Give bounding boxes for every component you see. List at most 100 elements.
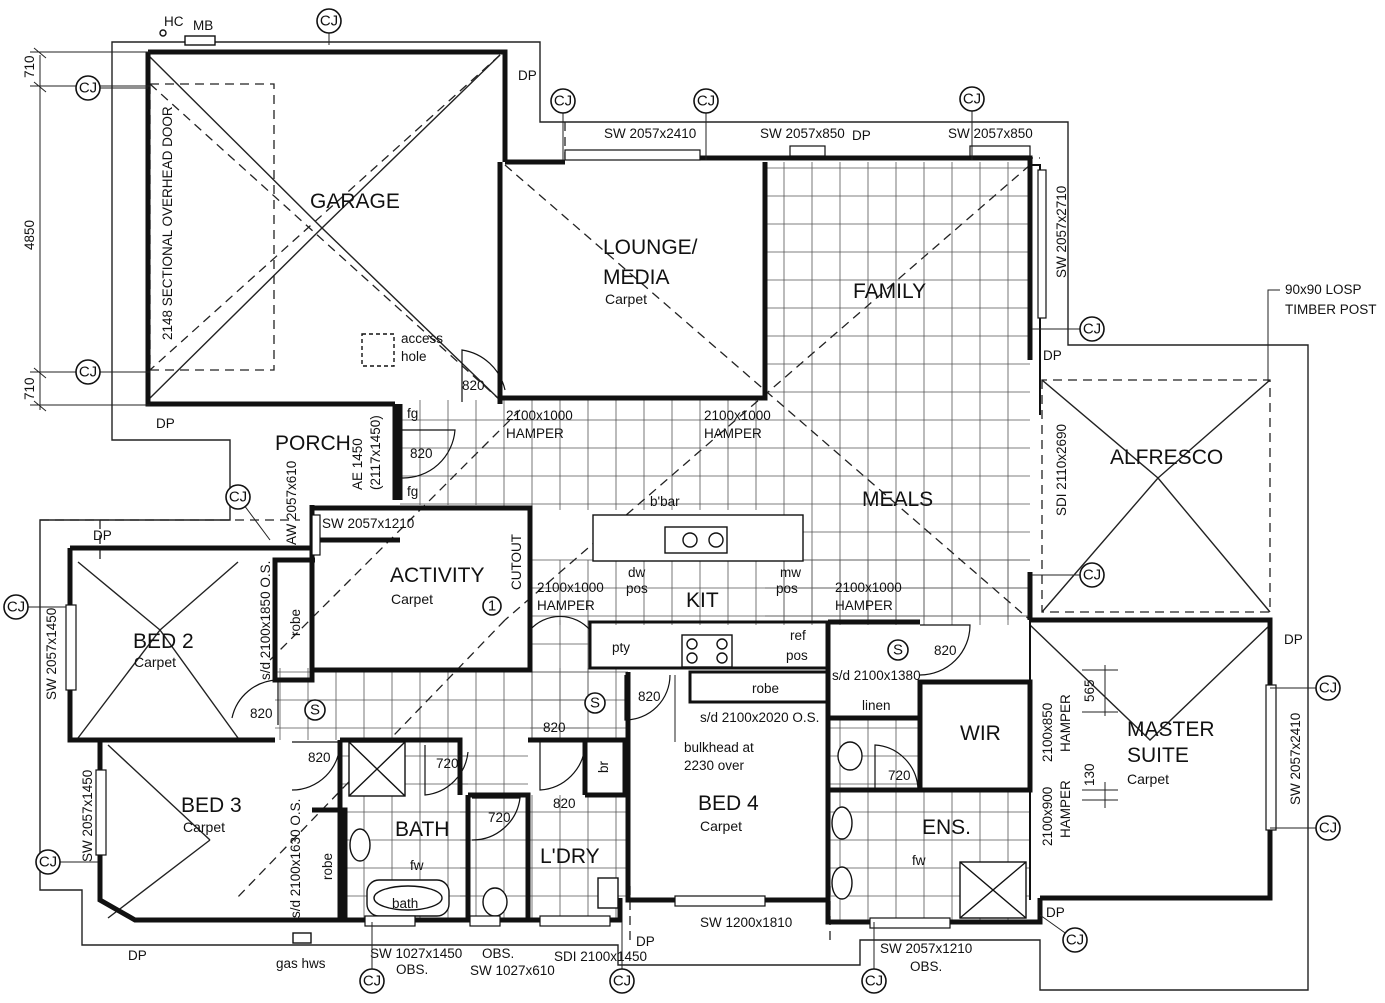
control-joint-marker xyxy=(35,849,61,875)
label-broom: br xyxy=(596,760,611,773)
smoke-alarm-hall: S xyxy=(310,702,320,719)
label-hamper-d-1: 2100x1000 xyxy=(835,580,902,595)
label-hamper-900-1: 2100x900 xyxy=(1040,787,1055,846)
room-lounge-line1: LOUNGE/ xyxy=(603,236,698,259)
label-hamper-900-2: HAMPER xyxy=(1058,780,1073,838)
label-sdi-2110x2690: SDI 2110x2690 xyxy=(1054,424,1069,516)
door-ensuite: 720 xyxy=(888,768,911,783)
room-activity-floor: Carpet xyxy=(391,591,433,607)
control-joint-label: CJ xyxy=(7,599,25,616)
fixtures xyxy=(159,29,1027,944)
label-window-sw2057x1210-1: SW 2057x1210 xyxy=(880,941,972,956)
room-lounge-line2: MEDIA xyxy=(603,266,670,289)
label-fg-1: fg xyxy=(407,406,418,421)
control-joint-marker xyxy=(550,88,576,114)
control-joint-marker xyxy=(959,86,985,112)
room-alfresco: ALFRESCO xyxy=(1110,446,1223,469)
room-laundry: L'DRY xyxy=(540,845,600,868)
label-floor-waste-bath: fw xyxy=(410,858,424,873)
control-joint-marker xyxy=(225,484,251,510)
label-sdi-2100x1450: SDI 2100x1450 xyxy=(554,949,647,964)
door-bath: 720 xyxy=(436,756,459,771)
room-garage: GARAGE xyxy=(310,190,400,213)
ensuite-basin-2 xyxy=(831,866,853,900)
label-window-sw2057x1450-bed3: SW 2057x1450 xyxy=(80,770,95,862)
door-porch: 820 xyxy=(410,446,433,461)
label-linen: linen xyxy=(862,698,891,713)
label-hamper-a-1: 2100x1000 xyxy=(506,408,573,423)
control-joint-label: CJ xyxy=(79,80,97,97)
dp-label-8: DP xyxy=(636,934,655,949)
label-sd-2100x1850: s/d 2100x1850 O.S. xyxy=(258,561,273,680)
control-joint-label: CJ xyxy=(865,973,883,990)
label-hamper-850-1: 2100x850 xyxy=(1040,703,1055,762)
label-obs-1: OBS. xyxy=(482,946,514,961)
room-bed4: BED 4 xyxy=(698,792,759,815)
control-joint-label: CJ xyxy=(39,854,57,871)
room-bed3: BED 3 xyxy=(181,794,242,817)
room-ensuite: ENS. xyxy=(922,816,971,839)
door-hall-bed3: 820 xyxy=(308,750,331,765)
label-porch-window: AW 2057x610 xyxy=(284,461,299,545)
control-joint-marker xyxy=(1062,927,1088,953)
door-bed4: 820 xyxy=(638,689,661,704)
label-garage-door: 2148 SECTIONAL OVERHEAD DOOR xyxy=(160,106,175,340)
label-access-1: access xyxy=(401,331,443,346)
door-laundry: 820 xyxy=(553,796,576,811)
marker-1: 1 xyxy=(488,598,496,615)
control-joint-label: CJ xyxy=(229,489,247,506)
control-joint-label: CJ xyxy=(554,93,572,110)
room-wir: WIR xyxy=(960,722,1001,745)
tile-grid xyxy=(275,162,1030,920)
label-robe-bed3: robe xyxy=(320,853,335,880)
control-joint-marker xyxy=(75,75,101,101)
label-dw-1: dw xyxy=(628,565,646,580)
ensuite-basin xyxy=(831,806,853,840)
left-dimensions: 710 4850 710 xyxy=(22,47,150,412)
toilet-bath xyxy=(482,887,508,917)
label-ref-2: pos xyxy=(786,648,808,663)
label-access-2: hole xyxy=(401,349,427,364)
door-garage: 820 xyxy=(462,378,485,393)
label-window-sw1027x1450-1: SW 1027x1450 xyxy=(370,946,462,961)
room-lounge-floor: Carpet xyxy=(605,291,647,307)
room-bed2-floor: Carpet xyxy=(134,654,176,670)
label-window-sw2057x2710: SW 2057x2710 xyxy=(1054,186,1069,278)
room-master-floor: Carpet xyxy=(1127,771,1169,787)
smoke-alarm-hall-2: S xyxy=(590,695,600,712)
label-window-sw2057x2410-top: SW 2057x2410 xyxy=(604,126,696,141)
label-bulkhead-1: bulkhead at xyxy=(684,740,754,755)
label-bath-fixture: bath xyxy=(392,896,418,911)
control-joint-label: CJ xyxy=(697,93,715,110)
door-master: 820 xyxy=(934,643,957,658)
control-joint-marker xyxy=(3,594,29,620)
label-sd-2100x2020: s/d 2100x2020 O.S. xyxy=(700,710,819,725)
label-ae-1450: AE 1450 xyxy=(350,438,365,490)
smoke-alarm-master: S xyxy=(893,642,903,659)
dp-label-5: DP xyxy=(93,528,112,543)
control-joint-label: CJ xyxy=(1319,820,1337,837)
laundry-trough xyxy=(597,877,619,909)
door-hall: 820 xyxy=(543,720,566,735)
annotations: HC MB 2148 SECTIONAL OVERHEAD DOOR acces… xyxy=(44,14,1377,978)
room-labels: GARAGE LOUNGE/ MEDIA Carpet FAMILY ALFRE… xyxy=(133,190,1223,868)
room-master-line1: MASTER xyxy=(1127,718,1215,741)
room-master-line2: SUITE xyxy=(1127,744,1189,767)
label-mw-1: mw xyxy=(780,565,801,580)
label-pantry: pty xyxy=(612,640,630,655)
room-meals: MEALS xyxy=(862,488,933,511)
dp-label-6: DP xyxy=(1284,632,1303,647)
control-joint-marker xyxy=(609,968,635,994)
label-ref-1: ref xyxy=(790,628,806,643)
dim-710-bottom: 710 xyxy=(22,377,37,400)
bath-basin xyxy=(349,828,371,862)
control-joint-marker xyxy=(1079,316,1105,342)
label-cutout: CUTOUT xyxy=(509,534,524,590)
room-porch: PORCH xyxy=(275,432,351,455)
room-activity: ACTIVITY xyxy=(390,564,485,587)
control-joint-label: CJ xyxy=(320,13,338,30)
label-bbar: b'bar xyxy=(650,494,680,509)
label-hamper-850-2: HAMPER xyxy=(1058,694,1073,752)
dp-label-9: DP xyxy=(1046,905,1065,920)
